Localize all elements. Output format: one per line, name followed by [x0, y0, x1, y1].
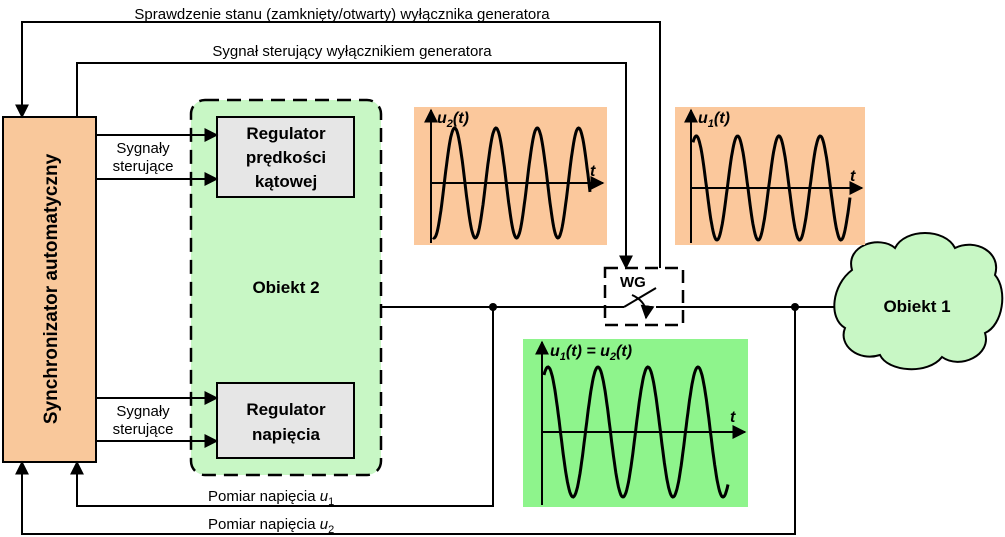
measure-u2-line — [15, 307, 796, 535]
plot-u1-t-label: t — [850, 168, 856, 185]
plot-u2-label: u2(t) — [437, 110, 469, 130]
plot-u2: u2(t) t — [414, 107, 607, 245]
measure-u2-label: Pomiar napięcia u2 — [208, 516, 334, 536]
synchronizer-block — [2, 116, 97, 463]
speed-regulator-line-2: prędkości — [246, 148, 326, 167]
measure-u1-line — [70, 307, 494, 507]
breaker-status-label: Sprawdzenie stanu (zamknięty/otwarty) wy… — [134, 6, 550, 23]
plot-u1-eq-u2-t-label: t — [730, 409, 736, 426]
synchronizer-label: Synchronizator automatyczny — [41, 153, 62, 424]
plot-u1: u1(t) t — [675, 107, 865, 245]
breaker-control-line — [76, 62, 633, 270]
voltage-regulator-line-1: Regulator — [246, 400, 326, 419]
object1-label: Obiekt 1 — [883, 297, 950, 316]
measure-u1-label: Pomiar napięcia u1 — [208, 488, 334, 508]
object2-label: Obiekt 2 — [252, 278, 319, 297]
voltage-regulator-line-2: napięcia — [252, 425, 321, 444]
breaker-control-label: Sygnał sterujący wyłącznikiem generatora — [212, 43, 492, 60]
plot-u1-eq-u2-wave — [542, 365, 730, 499]
control-signals-bottom-line-2: sterujące — [113, 421, 174, 438]
plot-u1-wave — [691, 134, 852, 242]
object1-cloud — [833, 232, 1004, 371]
breaker-label: WG — [620, 274, 646, 291]
speed-regulator-block — [216, 116, 355, 198]
control-signals-top-line-2: sterujące — [113, 158, 174, 175]
plot-u1-eq-u2-label: u1(t) = u2(t) — [550, 343, 632, 363]
speed-regulator-line-3: kątowej — [255, 172, 317, 191]
breaker-actuator-arrow — [631, 294, 655, 320]
plot-u1-eq-u2: u1(t) = u2(t) t — [523, 339, 748, 507]
control-signals-top-line-1: Sygnały — [116, 140, 170, 157]
plot-u2-t-label: t — [590, 163, 596, 180]
breaker-box — [603, 266, 685, 327]
speed-regulator-line-1: Regulator — [246, 124, 326, 143]
control-signals-bottom-line-1: Sygnały — [116, 403, 170, 420]
breaker-contact-blade — [623, 287, 657, 308]
breaker-status-line — [15, 21, 661, 268]
plot-u2-wave — [432, 126, 592, 240]
voltage-regulator-block — [216, 382, 355, 459]
plot-u1-label: u1(t) — [698, 110, 730, 130]
